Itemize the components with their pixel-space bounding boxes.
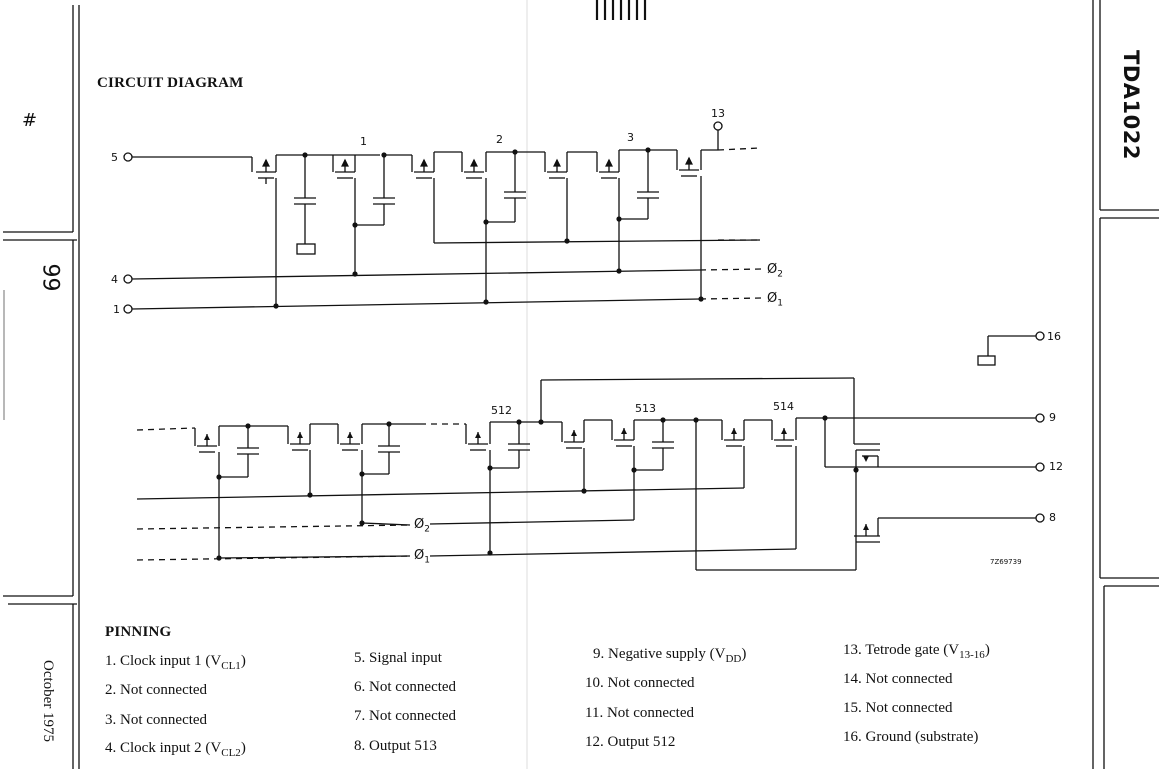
pin-label-9: 9: [1049, 411, 1056, 424]
pin-entry: 5. Signal input: [354, 650, 442, 666]
pin-label-4: 4: [111, 273, 118, 286]
pin-entry: 2. Not connected: [105, 682, 208, 698]
upper-junction-dots: [273, 147, 704, 309]
lower-shift-register: [136, 331, 1045, 571]
clock-phi1-upper: Ø1: [767, 291, 783, 309]
upper-shift-register: [123, 121, 763, 314]
lower-junction-dots: [216, 415, 859, 561]
margin-hash-mark: #: [22, 110, 38, 131]
pin-label-13: 13: [711, 107, 725, 120]
pin-entry: 10. Not connected: [585, 675, 695, 691]
pin-label-12: 12: [1049, 460, 1063, 473]
pin-entry: 6. Not connected: [354, 679, 457, 695]
pin-entry: 8. Output 513: [354, 738, 437, 754]
pin-entry: 3. Not connected: [105, 712, 208, 728]
circuit-diagram-heading: CIRCUIT DIAGRAM: [97, 75, 244, 91]
pin-entry: 4. Clock input 2 (VCL2): [105, 740, 246, 759]
margin-page-mark: 99: [37, 263, 63, 292]
pin-entry: 15. Not connected: [843, 700, 953, 716]
stage-label-2: 2: [496, 133, 503, 146]
figure-code: 7Z69739: [990, 558, 1022, 566]
pin-label-16: 16: [1047, 330, 1061, 343]
publication-date: October 1975: [40, 660, 56, 743]
pin-entry: 9. Negative supply (VDD): [593, 646, 747, 665]
pin-label-8: 8: [1049, 511, 1056, 524]
clock-phi2-upper: Ø2: [767, 262, 783, 280]
pin-entry: 13. Tetrode gate (V13-16): [843, 642, 990, 661]
stage-label-1: 1: [360, 135, 367, 148]
stage-label-512: 512: [491, 404, 512, 417]
pinning-heading: PINNING: [105, 624, 172, 640]
pin-entry: 1. Clock input 1 (VCL1): [105, 653, 246, 672]
pin-label-5: 5: [111, 151, 118, 164]
clock-phi2-lower: Ø2: [414, 517, 430, 535]
stage-label-513: 513: [635, 402, 656, 415]
pin-entry: 11. Not connected: [585, 705, 694, 721]
stage-label-514: 514: [773, 400, 794, 413]
pin-entry: 12. Output 512: [585, 734, 676, 750]
clock-phi1-lower: Ø1: [414, 548, 430, 566]
pin-entry: 16. Ground (substrate): [843, 729, 979, 745]
stage-label-3: 3: [627, 131, 634, 144]
pin-entry: 7. Not connected: [354, 708, 457, 724]
pin-label-1: 1: [113, 303, 120, 316]
pin-entry: 14. Not connected: [843, 671, 953, 687]
part-number: TDA1022: [1119, 50, 1143, 160]
